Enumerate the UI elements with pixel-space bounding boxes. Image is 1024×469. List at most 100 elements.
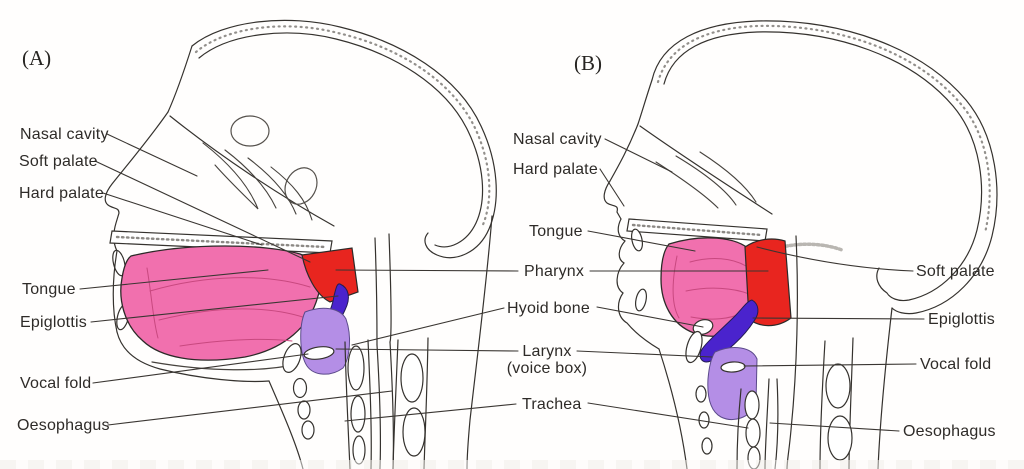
pharynx-wall-a-2 [388,233,392,343]
leader-mid-tongue [587,230,696,252]
tongue-a-texture [146,267,311,347]
spine-b-line-1 [819,340,826,469]
leader-a-soft-palate [94,160,311,263]
trachea-a-wall-1 [344,341,351,469]
label-mid-tongue: Tongue [529,223,583,240]
turbinates-b [655,151,757,209]
leader-a-epiglottis [90,295,339,323]
forehead-a [167,45,193,113]
label-a-tongue: Tongue [22,281,76,298]
leader-a-hard-palate [102,192,263,246]
forehead-b [637,79,653,125]
trachea-a-wall-2 [367,339,372,469]
panel-a-drawing [104,19,497,469]
skull-b-stipple [656,24,991,235]
skull-b-outer [651,20,998,315]
leader-a-nasal-cavity [106,133,198,177]
leader-mid-trachea-left [344,403,517,422]
vertebra-b-1 [825,363,851,409]
vertebra-a-2 [402,407,426,457]
trachea-b-ring-2 [745,418,761,448]
label-mid-hard-palate: Hard palate [513,161,598,178]
vocal-fold-a-shape [303,346,335,360]
label-b-vocal-fold: Vocal fold [920,356,992,373]
label-mid-nasal-cavity: Nasal cavity [513,131,602,148]
skull-a-inner [198,32,484,248]
label-a-nasal-cavity: Nasal cavity [20,126,109,143]
leader-b-vocal-fold [743,363,917,367]
leader-b-epiglottis [752,317,925,320]
leader-mid-larynx-left [335,348,519,352]
label-a-soft-palate: Soft palate [19,153,98,170]
leader-mid-hyoid-right [596,306,704,328]
nape-a [466,215,493,469]
leader-mid-trachea-right [587,402,749,429]
tongue-b-texture [672,255,750,320]
spine-b-line-2 [848,337,854,469]
sinus-a-2 [284,167,318,205]
label-mid-trachea: Trachea [522,396,582,413]
oesophagus-a-2 [389,341,394,469]
label-b-oesophagus: Oesophagus [903,423,996,440]
trachea-b-wall-2 [764,378,770,469]
leader-a-vocal-fold [92,353,309,384]
mouth-b [616,218,660,350]
larynx-a-shape [300,307,351,375]
skull-a-outer [191,19,497,259]
trachea-a-ring-2 [350,395,366,433]
skull-base-b [639,125,773,215]
mouth-floor-a [151,361,299,371]
spine-a-line-2 [423,337,429,469]
nape-b [877,307,893,469]
panel-b-drawing [603,20,998,469]
cartilage-a-2 [297,400,311,420]
label-mid-hyoid-bone: Hyoid bone [507,300,590,317]
leader-mid-pharynx-left [335,269,519,272]
thyroid-b [685,330,703,364]
spine-a-line-1 [392,339,399,469]
label-a-epiglottis: Epiglottis [20,314,87,331]
leader-mid-nasal-cavity [604,138,673,173]
label-a-oesophagus: Oesophagus [17,417,110,434]
vertebra-a-1 [400,353,424,403]
leader-b-oesophagus [769,422,900,432]
cartilage-b-2 [698,411,710,429]
tongue-a-shape [120,245,322,361]
label-b-soft-palate: Soft palate [916,263,995,280]
cartilage-a-1 [292,377,308,399]
cartilage-b-3 [701,437,713,455]
panel-tag-a: (A) [22,46,52,70]
bottom-edge-artifact [0,460,1024,469]
label-a-vocal-fold: Vocal fold [20,375,92,392]
sinus-a-1 [230,115,270,147]
nose-b [603,123,639,220]
label-mid-larynx-line2: (voice box) [506,360,588,377]
label-mid-larynx-line1: Larynx [522,343,572,360]
leader-a-oesophagus [107,390,393,426]
turbinates-a [202,142,313,221]
jaw-a [116,331,270,383]
lower-tooth-b [635,288,647,312]
label-mid-pharynx: Pharynx [524,263,585,280]
nose-a [104,111,169,252]
skull-base-a [169,115,335,227]
posterior-wall-b [786,235,798,469]
leader-lines [79,133,925,432]
leader-a-tongue [79,269,269,290]
leader-mid-hard-palate [599,168,625,207]
hyoid-a-shape [282,343,302,373]
leader-mid-hyoid-left [351,307,505,346]
pharynx-wall-a-1 [374,237,378,346]
trachea-a-ring-1 [347,345,365,391]
cartilage-a-3 [301,420,315,440]
cartilage-b-1 [695,385,707,403]
hard-palate-b-stipple [631,223,763,237]
skull-b-inner [663,31,983,302]
vertebra-b-2 [827,415,853,461]
trachea-b-ring-1 [744,390,760,420]
hard-palate-a-stipple [115,235,328,249]
epiglottis-b-shape [699,299,759,363]
skull-a-stipple [194,25,491,229]
